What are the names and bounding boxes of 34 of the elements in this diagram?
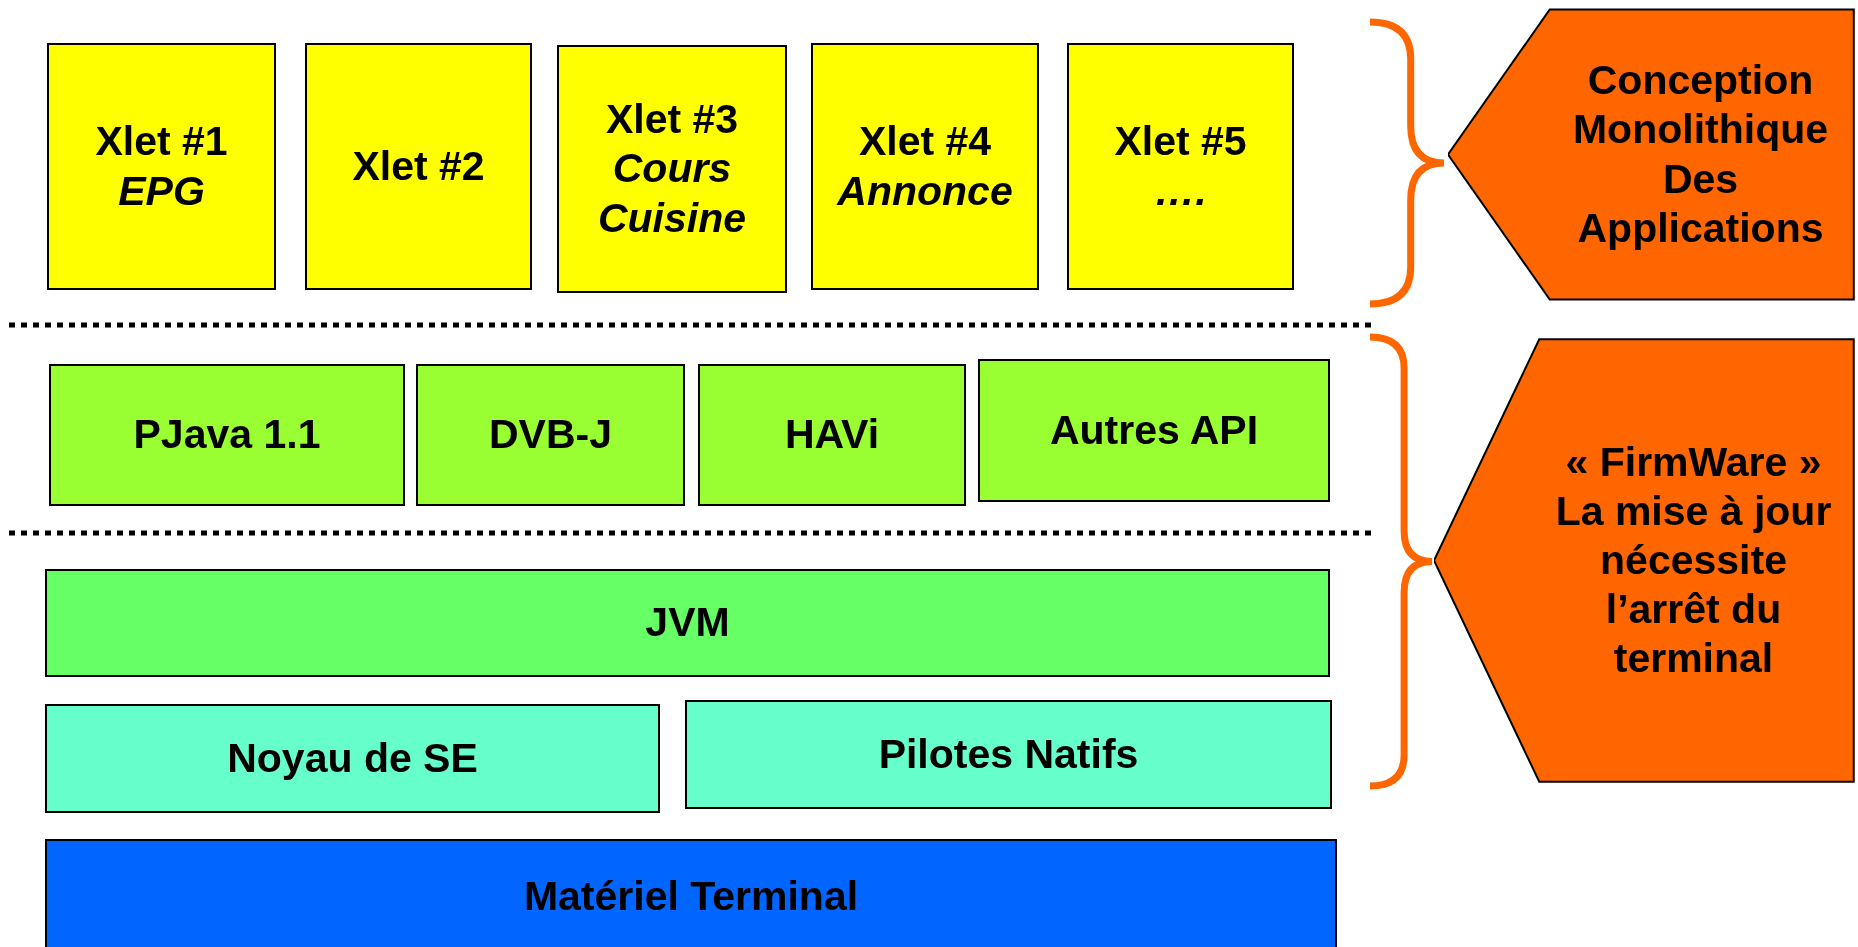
xlet-subtitle: Annonce [837,166,1013,216]
api-label: PJava 1.1 [133,410,321,460]
api-box [698,364,966,506]
layer-label: Matériel Terminal [523,871,859,921]
layer-box [45,569,1330,677]
xlet-title: Xlet #5 [1114,117,1247,167]
callout-text: « FirmWare » La mise à jour nécessite l’arrêt du terminal [1554,437,1833,684]
callout-text: Conception Monolithique Des Applications [1571,56,1830,253]
xlet-box [811,43,1039,290]
xlet-box [557,45,787,293]
xlet-title: Xlet #2 [352,141,485,191]
layer-box [685,700,1332,809]
layer-label: JVM [645,598,730,648]
api-label: DVB-J [489,410,612,460]
api-label: Autres API [1049,405,1259,455]
layer-box [45,704,660,813]
pentagon-callout [1448,8,1855,301]
xlet-box [47,43,276,290]
api-label: HAVi [784,410,880,460]
xlet-subtitle: …. [1154,166,1207,216]
xlet-subtitle: Cours Cuisine [596,144,748,243]
xlet-title: Xlet #4 [858,117,992,167]
layer-box [45,839,1337,947]
xlet-subtitle: EPG [118,166,205,216]
api-box [416,364,685,506]
xlet-box [305,43,532,290]
pentagon-callout [1434,337,1855,784]
api-box [978,359,1330,502]
xlet-box [1067,43,1294,290]
layer-label: Noyau de SE [227,733,478,783]
api-box [49,364,405,506]
layer-label: Pilotes Natifs [878,729,1139,779]
xlet-title: Xlet #1 [95,117,228,167]
xlet-title: Xlet #3 [605,95,739,145]
